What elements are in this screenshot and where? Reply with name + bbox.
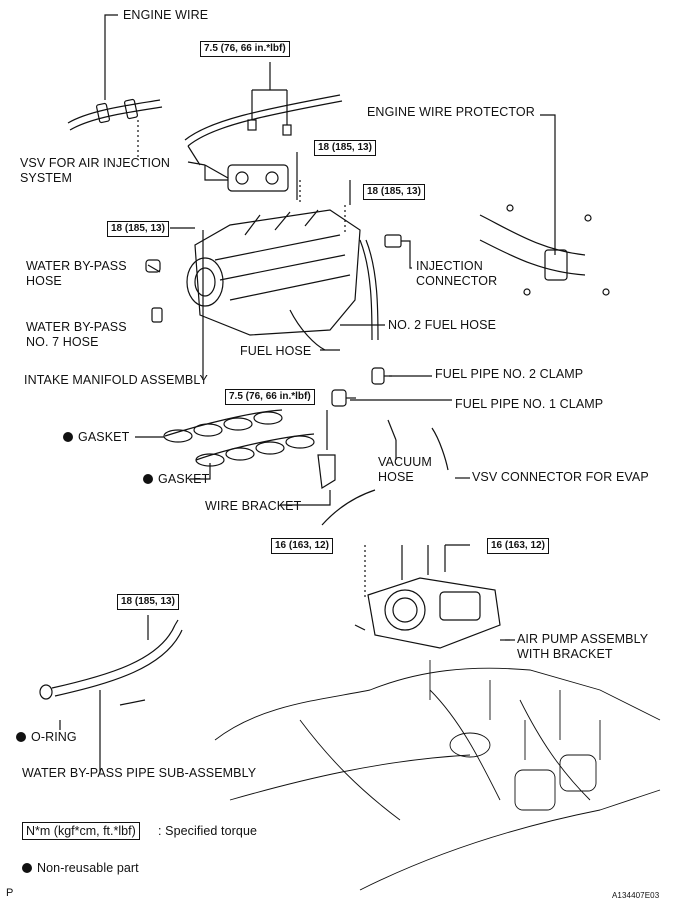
nonreusable-dot-icon bbox=[22, 863, 32, 873]
label-intake-manifold: INTAKE MANIFOLD ASSEMBLY bbox=[24, 373, 208, 387]
torque-box-pump-left: 16 (163, 12) bbox=[271, 538, 333, 554]
engine-wire-protector-part bbox=[479, 114, 610, 296]
nonreusable-dot-icon bbox=[16, 732, 26, 742]
label-no2-fuel-hose: NO. 2 FUEL HOSE bbox=[388, 318, 497, 332]
label-water-bypass-no7-line1: WATER BY-PASS bbox=[26, 320, 127, 334]
legend-torque-unit: N*m (kgf*cm, ft.*lbf) bbox=[22, 822, 140, 840]
label-engine-wire: ENGINE WIRE bbox=[123, 8, 209, 22]
vsv-air-injection-part bbox=[204, 164, 289, 192]
gaskets bbox=[135, 409, 315, 480]
label-water-bypass-pipe: WATER BY-PASS PIPE SUB-ASSEMBLY bbox=[22, 766, 257, 780]
footer-page-letter: P bbox=[6, 887, 14, 899]
legend-nonreusable-text: Non-reusable part bbox=[37, 861, 139, 875]
nonreusable-dot-icon bbox=[63, 432, 73, 442]
vacuum-hose-part bbox=[387, 419, 449, 471]
engine-wire-harness bbox=[67, 14, 163, 160]
label-air-pump: AIR PUMP ASSEMBLY WITH BRACKET bbox=[517, 632, 648, 662]
footer-figure-code: A134407E03 bbox=[612, 891, 660, 900]
label-vsv-connector-evap: VSV CONNECTOR FOR EVAP bbox=[472, 470, 649, 484]
torque-box-pipe: 18 (185, 13) bbox=[117, 594, 179, 610]
label-injection-connector: INJECTION CONNECTOR bbox=[416, 259, 497, 289]
label-fuel-pipe-no2-clamp: FUEL PIPE NO. 2 CLAMP bbox=[435, 367, 584, 381]
label-water-bypass-hose-line1: WATER BY-PASS bbox=[26, 259, 127, 273]
label-vacuum-hose-line2: HOSE bbox=[378, 470, 414, 484]
torque-box-center: 18 (185, 13) bbox=[363, 184, 425, 200]
label-wire-bracket: WIRE BRACKET bbox=[205, 499, 302, 513]
label-gasket-2: GASKET bbox=[143, 472, 209, 487]
label-fuel-hose: FUEL HOSE bbox=[240, 344, 312, 358]
injection-connector-part bbox=[384, 234, 412, 269]
torque-box-vsv: 18 (185, 13) bbox=[314, 140, 376, 156]
engine-block-outline bbox=[214, 660, 661, 891]
nonreusable-dot-icon bbox=[143, 474, 153, 484]
water-bypass-pipe-part bbox=[39, 615, 183, 773]
o-ring-text: O-RING bbox=[31, 730, 77, 744]
leader-lines bbox=[170, 152, 515, 641]
label-water-bypass-no7-hose: WATER BY-PASS NO. 7 HOSE bbox=[26, 320, 127, 350]
torque-box-pump-right: 16 (163, 12) bbox=[487, 538, 549, 554]
label-engine-wire-protector: ENGINE WIRE PROTECTOR bbox=[367, 105, 535, 119]
wire-rail bbox=[184, 62, 343, 166]
gasket-2-text: GASKET bbox=[158, 472, 210, 486]
label-water-bypass-hose: WATER BY-PASS HOSE bbox=[26, 259, 127, 289]
air-pump-part bbox=[354, 544, 510, 649]
label-water-bypass-no7-line2: NO. 7 HOSE bbox=[26, 335, 99, 349]
label-vsv-air-injection: VSV FOR AIR INJECTION SYSTEM bbox=[20, 156, 170, 186]
torque-box-bracket: 7.5 (76, 66 in.*lbf) bbox=[225, 389, 315, 405]
label-air-pump-line2: WITH BRACKET bbox=[517, 647, 613, 661]
torque-box-top: 7.5 (76, 66 in.*lbf) bbox=[200, 41, 290, 57]
water-bypass-hoses bbox=[145, 259, 163, 323]
label-fuel-pipe-no1-clamp: FUEL PIPE NO. 1 CLAMP bbox=[455, 397, 604, 411]
label-vsv-air-injection-line1: VSV FOR AIR INJECTION bbox=[20, 156, 171, 170]
legend-torque-desc: : Specified torque bbox=[158, 824, 258, 838]
gasket-1-text: GASKET bbox=[78, 430, 130, 444]
label-gasket-1: GASKET bbox=[63, 430, 129, 445]
torque-box-left: 18 (185, 13) bbox=[107, 221, 169, 237]
label-air-pump-line1: AIR PUMP ASSEMBLY bbox=[517, 632, 649, 646]
label-water-bypass-hose-line2: HOSE bbox=[26, 274, 62, 288]
label-injection-connector-line1: INJECTION bbox=[416, 259, 483, 273]
label-vsv-air-injection-line2: SYSTEM bbox=[20, 171, 72, 185]
legend-nonreusable: Non-reusable part bbox=[22, 861, 139, 876]
label-vacuum-hose-line1: VACUUM bbox=[378, 455, 432, 469]
intake-manifold-part bbox=[186, 180, 379, 380]
label-vacuum-hose: VACUUM HOSE bbox=[378, 455, 432, 485]
label-o-ring: O-RING bbox=[16, 730, 77, 745]
wire-bracket-part bbox=[280, 410, 376, 526]
fuel-clamps bbox=[331, 367, 392, 407]
label-injection-connector-line2: CONNECTOR bbox=[416, 274, 498, 288]
